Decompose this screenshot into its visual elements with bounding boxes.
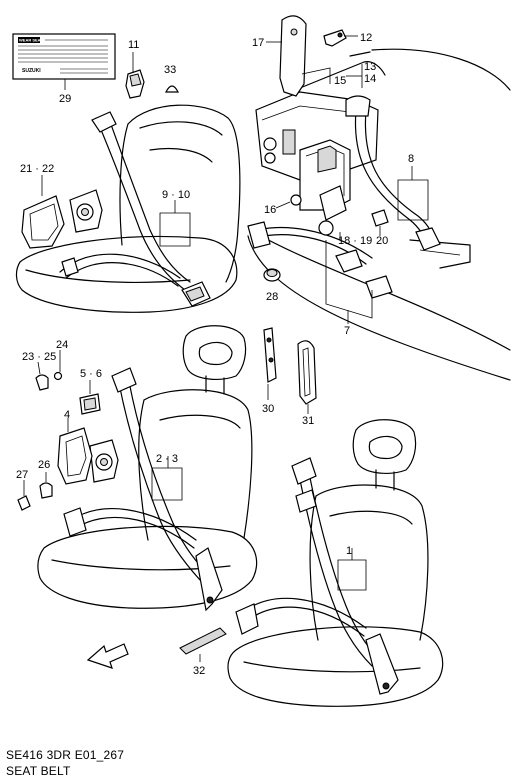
- callout-28: 28: [266, 291, 278, 303]
- callout-2-3: 2 · 3: [156, 453, 178, 465]
- trim-strip-part-32: [179, 627, 227, 662]
- part-1-box: [337, 548, 367, 591]
- callout-leaders-13-15: [301, 64, 363, 88]
- part-8-box: [397, 166, 429, 221]
- grommet-part-28: [263, 268, 281, 282]
- diagram-title: SEAT BELT: [6, 764, 71, 778]
- belt-guide-part-17: [266, 15, 307, 97]
- label-card-brand: SUZUKI: [22, 68, 41, 74]
- callout-18-19: 18 · 19: [338, 235, 372, 247]
- part-9-10-box: [159, 200, 191, 247]
- callout-7: 7: [344, 325, 350, 337]
- callout-21-22: 21 · 22: [20, 163, 54, 175]
- escutcheon-part-31: [297, 340, 317, 414]
- callout-31: 31: [302, 415, 314, 427]
- callout-9-10: 9 · 10: [162, 189, 190, 201]
- callout-32: 32: [193, 665, 205, 677]
- clip-part-11: [125, 52, 145, 99]
- callout-5-6: 5 · 6: [80, 368, 102, 380]
- callout-20: 20: [376, 235, 388, 247]
- pillar-part-18-19: [318, 220, 341, 240]
- strap-part-30: [263, 327, 277, 400]
- hook-part-12: [323, 29, 358, 47]
- callout-14: 14: [364, 73, 376, 85]
- callout-15: 15: [334, 75, 346, 87]
- diagram-code: SE416 3DR E01_267: [6, 748, 125, 762]
- label-card-header: WEAR SEAT BELT: [19, 38, 55, 43]
- callout-16: 16: [264, 204, 276, 216]
- callout-33: 33: [164, 64, 176, 76]
- callout-30: 30: [262, 403, 274, 415]
- bolts-part-26-27: [17, 472, 53, 511]
- rear-panel-assembly: [247, 48, 511, 381]
- front-left-seat-assembly: [37, 325, 258, 612]
- part-7-bracket: [325, 240, 373, 324]
- front-right-seat-assembly: [227, 419, 444, 707]
- callout-8: 8: [408, 153, 414, 165]
- callout-4: 4: [64, 409, 70, 421]
- callout-17: 17: [252, 37, 264, 49]
- callout-numbers: 11 33 29 21 · 22 9 · 10 17 12 13 14 15 8…: [16, 32, 414, 677]
- cap-part-33: [165, 85, 179, 93]
- callout-24: 24: [56, 339, 68, 351]
- callout-29: 29: [59, 93, 71, 105]
- bolt-part-16: [275, 194, 302, 209]
- screws-part-23-25-24: [35, 350, 63, 391]
- callout-27: 27: [16, 469, 28, 481]
- cover-part-5-6: [79, 380, 101, 415]
- bolt-part-20: [371, 209, 389, 236]
- callout-23-25: 23 · 25: [22, 351, 56, 363]
- callout-11: 11: [128, 39, 139, 51]
- part-2-3-box: [151, 456, 183, 501]
- callout-13: 13: [364, 61, 376, 73]
- rear-left-seat-assembly: [15, 104, 241, 313]
- callout-26: 26: [38, 459, 50, 471]
- forward-direction-arrow-icon: [86, 643, 129, 669]
- callout-1: 1: [346, 545, 352, 557]
- warning-label-part-29: WEAR SEAT BELT SUZUKI: [12, 33, 116, 90]
- retractor-cover-part-21-22: [21, 175, 65, 249]
- cover-part-4: [57, 418, 93, 485]
- callout-12: 12: [360, 32, 372, 44]
